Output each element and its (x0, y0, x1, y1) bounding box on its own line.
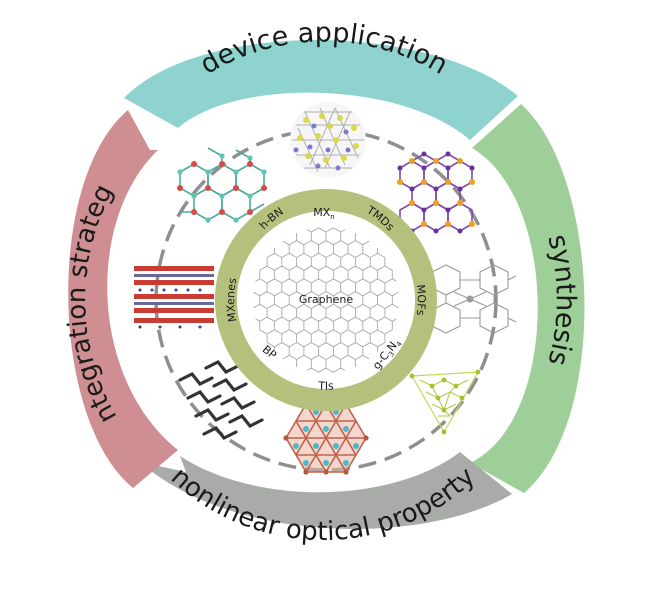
nonlinear-optical-property-band (140, 452, 512, 529)
label-mxenes: MXenes (224, 277, 239, 323)
center-label: Graphene (299, 293, 353, 306)
hbn-lattice-icon (177, 147, 267, 223)
segment-integration-strategy: integration strategy (0, 0, 178, 488)
mxn-lattice-icon (290, 102, 366, 178)
integration-strategy-band (68, 110, 178, 488)
device-application-band (124, 40, 518, 140)
label-mxn: MXn (313, 206, 334, 221)
mxene-layers-icon (134, 266, 214, 329)
materials-ring (215, 189, 437, 411)
label-tis: TIs (317, 379, 334, 392)
center-disc (237, 211, 415, 389)
synthesis-band (470, 104, 585, 493)
segment-synthesis: synthesis (470, 104, 585, 493)
bp-puckered-icon (178, 359, 264, 441)
label-mofs: MOFs (414, 284, 428, 317)
tmd-lattice-icon (397, 151, 475, 234)
gc3n4-triangle-icon (409, 369, 481, 435)
